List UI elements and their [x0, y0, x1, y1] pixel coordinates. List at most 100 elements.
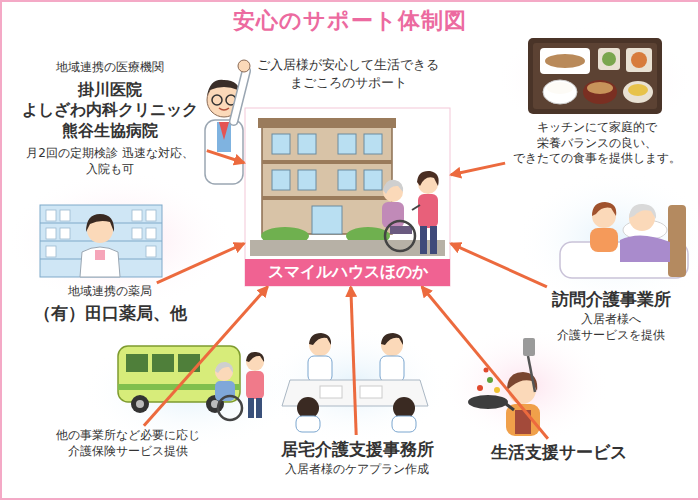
day-service-bus — [118, 346, 264, 420]
day-service-bus-part — [126, 354, 148, 372]
doctor-figure-part — [238, 60, 250, 72]
wheelchair-caregiver-part — [390, 226, 412, 234]
meal-tray-part — [543, 80, 577, 104]
care-meeting-part — [296, 416, 320, 432]
pharmacist-figure-part-part — [46, 210, 56, 221]
facility-building-part-part — [338, 134, 356, 154]
background-glow-part — [5, 170, 235, 310]
facility-building-part-part — [298, 134, 316, 154]
diagram-title: 安心のサポート体制図 — [0, 6, 700, 36]
meal-tray-part — [623, 81, 653, 103]
care-plan-office: 居宅介護支援事務所入居者様のケアプラン作成 — [262, 438, 452, 478]
pharmacist-figure-part-part — [46, 246, 56, 257]
meal-tray-part — [528, 38, 662, 114]
care-meeting-part — [381, 334, 403, 356]
node-text: 居宅介護支援事務所 — [262, 438, 452, 460]
bedside-care-part — [592, 202, 616, 216]
facility-name-band: スマイルハウスほのか — [245, 259, 450, 286]
cooking-figure-part — [528, 356, 535, 392]
facility-building-part — [262, 122, 392, 234]
wheelchair-caregiver — [382, 171, 439, 254]
node-text: 地域連携の医療機関 — [16, 60, 204, 76]
facility-building-part-part — [272, 170, 290, 190]
background-glow-part — [515, 170, 700, 310]
support-arrow — [451, 244, 547, 287]
pharmacist-figure-part-part — [60, 228, 70, 239]
care-meeting-part — [309, 333, 331, 345]
cooking-figure-part — [477, 385, 483, 391]
cooking-figure-part — [494, 387, 500, 393]
wheelchair-caregiver-part — [418, 194, 438, 228]
care-meeting-part — [392, 416, 416, 432]
facility-building-part-part — [364, 170, 382, 190]
doctor-figure-part — [219, 122, 229, 140]
bedside-care — [560, 202, 688, 278]
care-meeting-part — [309, 334, 331, 356]
meal-tray-part — [602, 52, 616, 66]
pharmacist-figure-part-part — [60, 210, 70, 221]
care-meeting-part — [380, 356, 404, 382]
day-service-bus-part — [246, 371, 264, 399]
support-arrow — [422, 287, 548, 439]
node-text: 掛川医院 よしざわ内科クリニック 熊谷生協病院 — [16, 80, 204, 142]
care-meeting-part — [381, 333, 403, 345]
pharmacy-partner: 地域連携の薬局 （有）田口薬局、他 — [24, 284, 196, 324]
pharmacist-figure-part-part — [132, 228, 142, 239]
other-services: 他の事業所など必要に応じ 介護保険サービス提供 — [28, 428, 228, 459]
node-text: 地域連携の薬局 — [24, 284, 196, 300]
facility-building-part-part — [272, 134, 290, 154]
background-glow-part — [495, 25, 695, 135]
pharmacist-figure-part-part — [132, 210, 142, 221]
facility-center: スマイルハウスほのか — [245, 108, 450, 286]
day-service-bus-part — [246, 352, 264, 362]
cooking-figure-part — [523, 338, 535, 356]
wheelchair-caregiver-part — [385, 221, 415, 251]
meal-tray-part — [626, 48, 652, 72]
medical-partners: 地域連携の医療機関掛川医院 よしざわ内科クリニック 熊谷生協病院月2回の定期検診… — [16, 60, 204, 177]
care-meeting-part — [320, 386, 342, 398]
meal-tray-part — [533, 43, 657, 109]
pharmacist-figure-part — [80, 247, 120, 277]
wheelchair-caregiver-part — [430, 226, 437, 254]
kitchen-service: キッチンにて家庭的で 栄養バランスの良い、できたての食事を提供します。 — [508, 120, 686, 167]
facility-building-part — [258, 118, 396, 128]
pharmacist-figure-part — [86, 214, 114, 232]
node-text: 他の事業所など必要に応じ 介護保険サービス提供 — [28, 428, 228, 459]
cooking-figure-part — [487, 377, 493, 383]
cooking-figure-part — [506, 404, 514, 410]
background-glow — [5, 25, 700, 450]
node-text: 訪問介護事業所 — [535, 288, 687, 310]
day-service-bus-part — [215, 362, 233, 373]
meal-tray-part — [545, 54, 585, 68]
facility-building-part-part — [312, 206, 342, 234]
meal-tray-part — [587, 82, 613, 94]
meal-tray-part — [583, 80, 617, 104]
facility-building-part-part — [338, 170, 356, 190]
node-text: （有）田口薬局、他 — [24, 302, 196, 324]
facility-building — [245, 108, 450, 286]
facility-building-part-part — [364, 134, 382, 154]
meal-tray-part — [598, 48, 620, 70]
doctor-figure-part — [219, 108, 229, 110]
wheelchair-caregiver-part — [420, 226, 427, 254]
facility-building-part — [262, 160, 392, 164]
home-care-office: 訪問介護事業所入居者様へ 介護サービスを提供 — [535, 288, 687, 343]
day-service-bus-part — [248, 398, 254, 418]
care-meeting-part — [308, 356, 332, 382]
day-service-bus-part — [118, 346, 240, 402]
pharmacist-figure-part-part — [146, 228, 156, 239]
support-arrow — [207, 151, 244, 163]
pharmacist-figure-part — [95, 250, 105, 260]
facility-building-part — [250, 240, 445, 256]
meal-tray — [528, 38, 662, 114]
meal-tray-part — [540, 48, 590, 74]
pharmacist-figure-part-part — [146, 246, 156, 257]
subtitle-note: ご入居様が安心して生活できる まごころのサポート — [250, 56, 446, 91]
doctor-figure-part — [217, 122, 231, 152]
pharmacist-figure-part-part — [46, 228, 56, 239]
node-text: 月2回の定期検診 迅速な対応、入院も可 — [16, 146, 204, 177]
bedside-care-part — [590, 228, 618, 252]
day-service-bus-part — [218, 396, 242, 420]
doctor-figure — [205, 60, 251, 184]
day-service-bus-part — [131, 395, 149, 413]
